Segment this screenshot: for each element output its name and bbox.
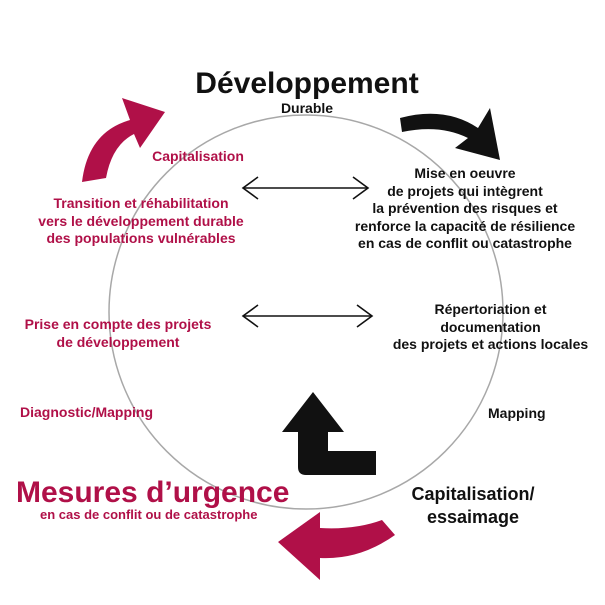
repertoriation-line-1: Répertoriation et <box>434 301 547 317</box>
mise-line-4: renforce la capacité de résilience <box>354 217 576 234</box>
label-capitalisation-essaimage: Capitalisation/ essaimage <box>393 483 553 528</box>
capitalisation-essaimage-line-2: essaimage <box>426 506 520 527</box>
mise-line-2: de projets qui intègrent <box>387 182 543 199</box>
transition-line-3: des populations vulnérables <box>46 230 236 246</box>
bent-arrow-icon-black <box>282 392 376 475</box>
title-developpement: Développement <box>195 67 419 100</box>
label-repertoriation: Répertoriation et documentation des proj… <box>378 301 603 354</box>
prise-line-1: Prise en compte des projets <box>24 316 212 332</box>
repertoriation-line-2: documentation <box>440 318 541 335</box>
label-mapping: Mapping <box>488 405 546 421</box>
repertoriation-line-3: des projets et actions locales <box>392 336 589 352</box>
mise-line-5: en cas de conflit ou catastrophe <box>358 235 572 251</box>
mise-line-1: Mise en oeuvre <box>414 165 516 181</box>
double-arrow-icon-lower <box>241 304 374 328</box>
subtitle-durable: Durable <box>280 100 334 116</box>
curved-arrow-icon-red-top <box>82 98 165 182</box>
mise-line-3: la prévention des risques et <box>372 200 558 216</box>
subtitle-mesures-urgence: en cas de conflit ou de catastrophe <box>40 507 258 522</box>
label-prise-en-compte: Prise en compte des projets de développe… <box>8 316 228 351</box>
label-capitalisation: Capitalisation <box>152 148 244 164</box>
capitalisation-essaimage-line-1: Capitalisation/ <box>411 484 535 504</box>
cycle-circle <box>108 114 504 510</box>
title-mesures-urgence: Mesures d’urgence <box>16 476 290 509</box>
curved-arrow-icon-red-bottom <box>278 512 395 580</box>
transition-line-2: vers le développement durable <box>38 212 244 229</box>
label-transition: Transition et réhabilitation vers le dév… <box>10 195 272 248</box>
curved-arrow-icon-black-top <box>400 108 500 160</box>
label-mise-en-oeuvre: Mise en oeuvre de projets qui intègrent … <box>340 165 590 253</box>
label-diagnostic-mapping: Diagnostic/Mapping <box>20 404 153 420</box>
double-arrow-icon-upper <box>241 176 370 200</box>
prise-line-2: de développement <box>56 333 180 350</box>
transition-line-1: Transition et réhabilitation <box>53 195 229 211</box>
